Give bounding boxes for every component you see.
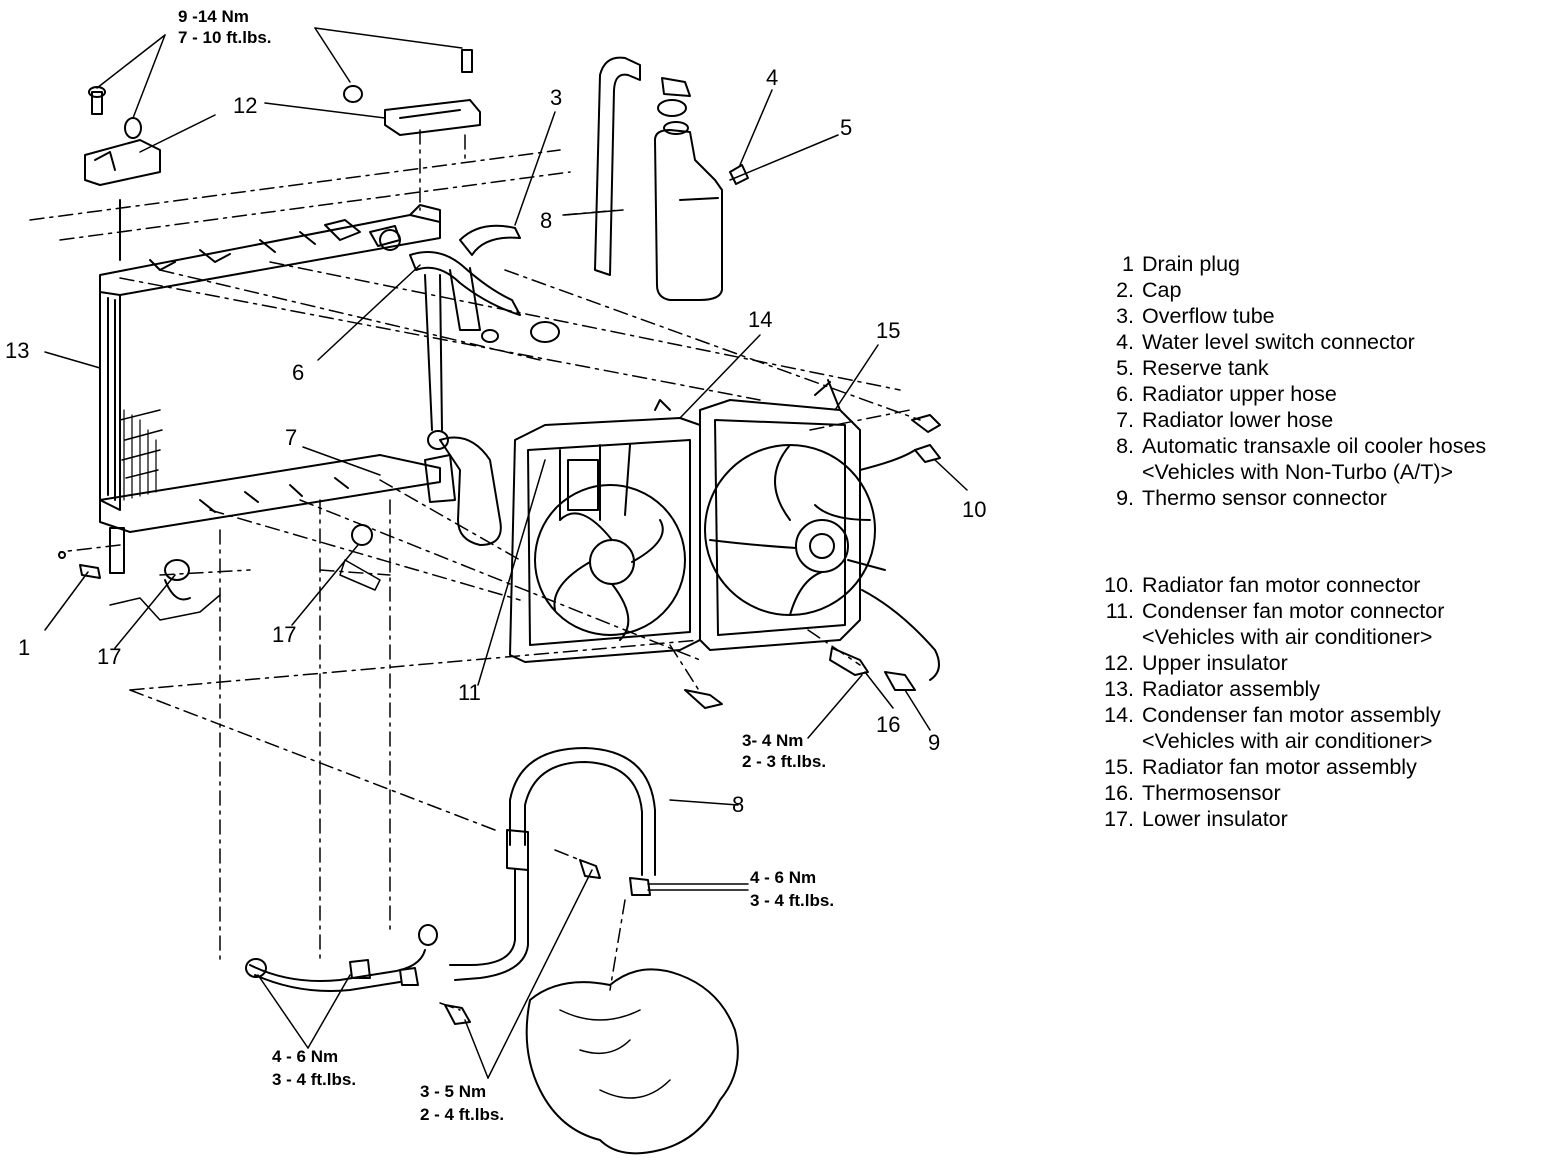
legend-item-note: <Vehicles with air conditioner>	[1142, 625, 1433, 649]
callout-16: 16	[876, 712, 900, 737]
legend-item: 5.Reserve tank	[1116, 356, 1269, 380]
callout-leader-lines	[44, 27, 968, 1079]
callout-4: 4	[766, 65, 778, 90]
dashed-reference-lines	[29, 129, 921, 1011]
callout-7: 7	[285, 425, 297, 450]
legend-item: 4.Water level switch connector	[1116, 330, 1415, 354]
legend-item: 8.Automatic transaxle oil cooler hoses	[1116, 434, 1487, 458]
torque-2-nm: 3- 4 Nm	[742, 731, 803, 750]
callout-12: 12	[233, 93, 257, 118]
reserve-tank-drawing	[654, 77, 749, 301]
legend-item: 15.Radiator fan motor assembly	[1104, 755, 1417, 779]
callout-1: 1	[18, 635, 30, 660]
legend-item: 2.Cap	[1116, 278, 1182, 302]
legend-item: 7.Radiator lower hose	[1116, 408, 1334, 432]
legend-item-note: <Vehicles with Non-Turbo (A/T)>	[1142, 460, 1454, 484]
torque-4-nm: 4 - 6 Nm	[272, 1047, 338, 1066]
torque-1-ftlbs: 7 - 10 ft.lbs.	[178, 28, 272, 47]
radiator-fan-drawing	[699, 379, 940, 681]
legend-item-note: <Vehicles with air conditioner>	[1142, 729, 1433, 753]
legend-item: 13.Radiator assembly	[1104, 677, 1321, 701]
callout-6: 6	[292, 360, 304, 385]
callout-5: 5	[840, 115, 852, 140]
legend-item: 16.Thermosensor	[1104, 781, 1281, 805]
callout-14: 14	[748, 307, 772, 332]
callout-15: 15	[876, 318, 900, 343]
callout-8-upper: 8	[540, 208, 552, 233]
torque-specs: 9 -14 Nm 7 - 10 ft.lbs. 3- 4 Nm 2 - 3 ft…	[178, 7, 834, 1124]
torque-4-ftlbs: 3 - 4 ft.lbs.	[272, 1070, 356, 1089]
oil-cooler-hoses-drawing	[245, 747, 739, 1155]
torque-5-ftlbs: 2 - 4 ft.lbs.	[420, 1105, 504, 1124]
callout-9: 9	[928, 730, 940, 755]
callout-10: 10	[962, 497, 986, 522]
legend-item: 10.Radiator fan motor connector	[1104, 573, 1421, 597]
callout-17-left: 17	[97, 644, 121, 669]
connectors-drawing	[58, 414, 941, 709]
callout-13: 13	[5, 338, 29, 363]
legend-item: 6.Radiator upper hose	[1116, 382, 1337, 406]
parts-legend-lower: 10.Radiator fan motor connector 11.Conde…	[1090, 572, 1444, 832]
torque-1-nm: 9 -14 Nm	[178, 7, 249, 26]
legend-item: 3.Overflow tube	[1116, 304, 1275, 328]
callout-8-lower: 8	[732, 792, 744, 817]
callout-11: 11	[458, 680, 481, 705]
legend-item: 9.Thermo sensor connector	[1116, 486, 1387, 510]
radiator-assembly-drawing	[99, 199, 441, 574]
hoses-drawing	[409, 56, 641, 546]
torque-3-ftlbs: 3 - 4 ft.lbs.	[750, 891, 834, 910]
callout-numbers: 1 3 4 5 6 7 8 8 9 10 11 12 13 14 15 16 1…	[5, 65, 986, 817]
torque-5-nm: 3 - 5 Nm	[420, 1082, 486, 1101]
legend-item: 12.Upper insulator	[1104, 651, 1288, 675]
legend-item: 14.Condenser fan motor assembly	[1104, 703, 1441, 727]
callout-17-right: 17	[272, 622, 296, 647]
legend-item: 17.Lower insulator	[1104, 807, 1288, 831]
torque-3-nm: 4 - 6 Nm	[750, 868, 816, 887]
legend-item: 11.Condenser fan motor connector	[1105, 599, 1445, 623]
torque-2-ftlbs: 2 - 3 ft.lbs.	[742, 752, 826, 771]
callout-3: 3	[550, 85, 562, 110]
